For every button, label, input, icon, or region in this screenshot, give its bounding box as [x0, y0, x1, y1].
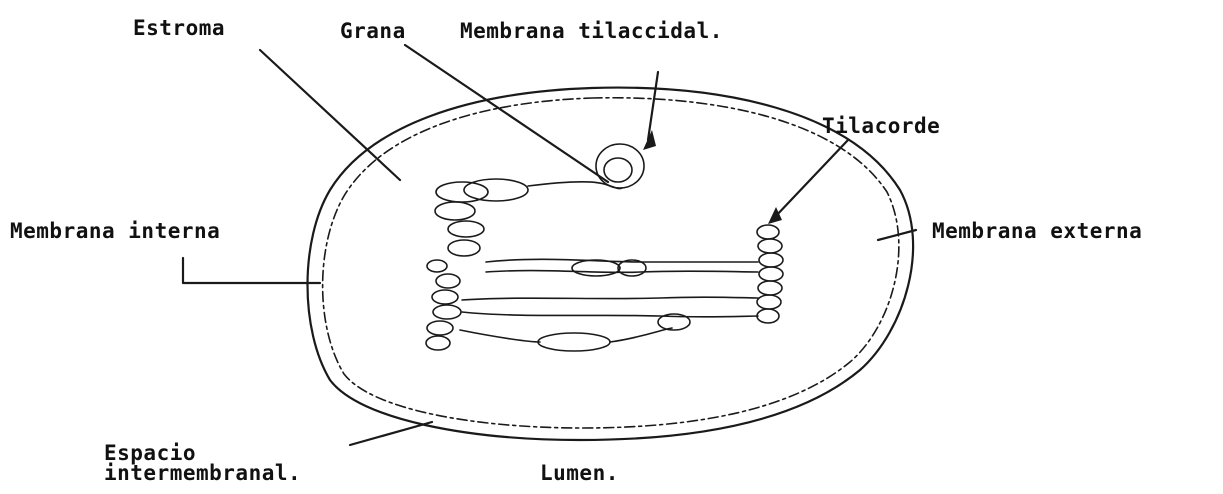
grana-stack-right	[757, 225, 783, 323]
label-lumen: Lumen.	[540, 461, 619, 485]
top-granum	[464, 144, 644, 201]
arrowhead-tilacoide	[768, 207, 782, 224]
inner-membrane	[323, 98, 899, 428]
label-membrana-tilacoidal: Membrana tilaccidal.	[460, 19, 723, 43]
arrow-heads	[643, 130, 782, 224]
pointer-membrana-tilacoidal	[648, 72, 658, 140]
label-espacio-line2: intermembranal.	[104, 461, 301, 485]
pointer-espacio	[350, 422, 432, 445]
label-tilacoide: Tilacorde	[822, 114, 940, 138]
label-membrana-externa: Membrana externa	[932, 219, 1142, 243]
pointer-estroma	[260, 50, 400, 180]
label-estroma: Estroma	[133, 16, 225, 40]
pointer-lines	[183, 45, 916, 445]
pointer-membrana-externa	[878, 230, 916, 240]
outer-membrane	[308, 88, 914, 440]
stroma-lamellae	[460, 182, 758, 351]
grana-stack-left	[426, 182, 488, 350]
pointer-membrana-interna	[183, 258, 320, 283]
pointer-tilacoide	[774, 140, 848, 218]
label-membrana-interna: Membrana interna	[10, 219, 220, 243]
label-grana: Grana	[340, 19, 406, 43]
